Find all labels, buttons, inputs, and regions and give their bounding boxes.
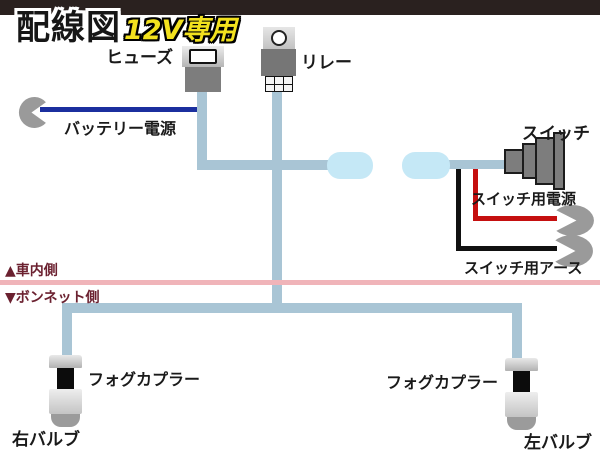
fog-coupler-cap: [48, 355, 82, 368]
relay-mount-hole: [270, 30, 287, 46]
fuse-window: [189, 49, 217, 64]
switch-ground-label: スイッチ用アース: [464, 259, 583, 277]
left-bulb-label: 左バルブ: [524, 433, 592, 450]
bonnet-side-label: ▼ボンネット側: [5, 290, 100, 306]
cabin-bonnet-divider: [0, 280, 600, 285]
switch-power-label: スイッチ用電源: [471, 190, 577, 208]
top-bar: [0, 0, 600, 15]
main-trunk-wire: [272, 88, 282, 313]
right-bulb-wire: [62, 303, 72, 358]
fuse-holder-body: [185, 67, 221, 92]
fog-coupler-right-label: フォグカプラー: [386, 373, 499, 392]
battery-terminal-icon: [16, 96, 49, 129]
switch-component: [504, 131, 565, 191]
left-bulb-wire: [512, 303, 522, 360]
switch-ground-terminal-icon: [551, 234, 597, 268]
fuse-label: ヒューズ: [106, 48, 174, 68]
relay-mount-tab: [262, 27, 295, 49]
relay-body: [261, 49, 296, 76]
battery-power-label: バッテリー電源: [64, 119, 177, 138]
right-bulb-label: 右バルブ: [12, 430, 80, 450]
fuse-component: [182, 46, 224, 92]
bulb-socket-body: [504, 392, 538, 417]
fog-coupler-connector: [512, 371, 530, 392]
voltage-badge: 12V専用: [124, 15, 237, 46]
bulb-tip: [506, 417, 536, 430]
switch-power-wire-horizontal: [473, 216, 557, 221]
fuse-holder-cap: [182, 46, 224, 67]
right-bulb-component: [48, 355, 82, 427]
fog-coupler-left-label: フォグカプラー: [88, 370, 201, 389]
switch-ground-wire-horizontal: [456, 246, 557, 251]
switch-ground-wire-vertical: [456, 164, 461, 251]
relay-label: リレー: [301, 53, 352, 73]
bulb-tip: [50, 414, 80, 427]
fog-coupler-cap: [504, 358, 538, 371]
fog-coupler-connector: [56, 368, 74, 389]
bonnet-trunk-wire: [62, 303, 522, 313]
relay-component: [261, 27, 296, 92]
left-bulb-component: [504, 358, 538, 430]
page-title: 配線図: [16, 8, 121, 48]
bullet-connector-icon: [402, 152, 450, 179]
cabin-side-label: ▲車内側: [5, 263, 58, 279]
battery-power-wire: [40, 107, 202, 112]
junction-wire-right: [404, 160, 508, 169]
switch-label: スイッチ: [522, 124, 590, 144]
bulb-socket-body: [48, 389, 82, 414]
bullet-connector-icon: [327, 152, 373, 179]
fuse-wire: [197, 91, 207, 170]
junction-wire-left: [197, 160, 340, 170]
switch-power-terminal-icon: [552, 204, 598, 237]
relay-pins: [264, 76, 293, 92]
switch-power-wire-vertical: [473, 164, 478, 221]
